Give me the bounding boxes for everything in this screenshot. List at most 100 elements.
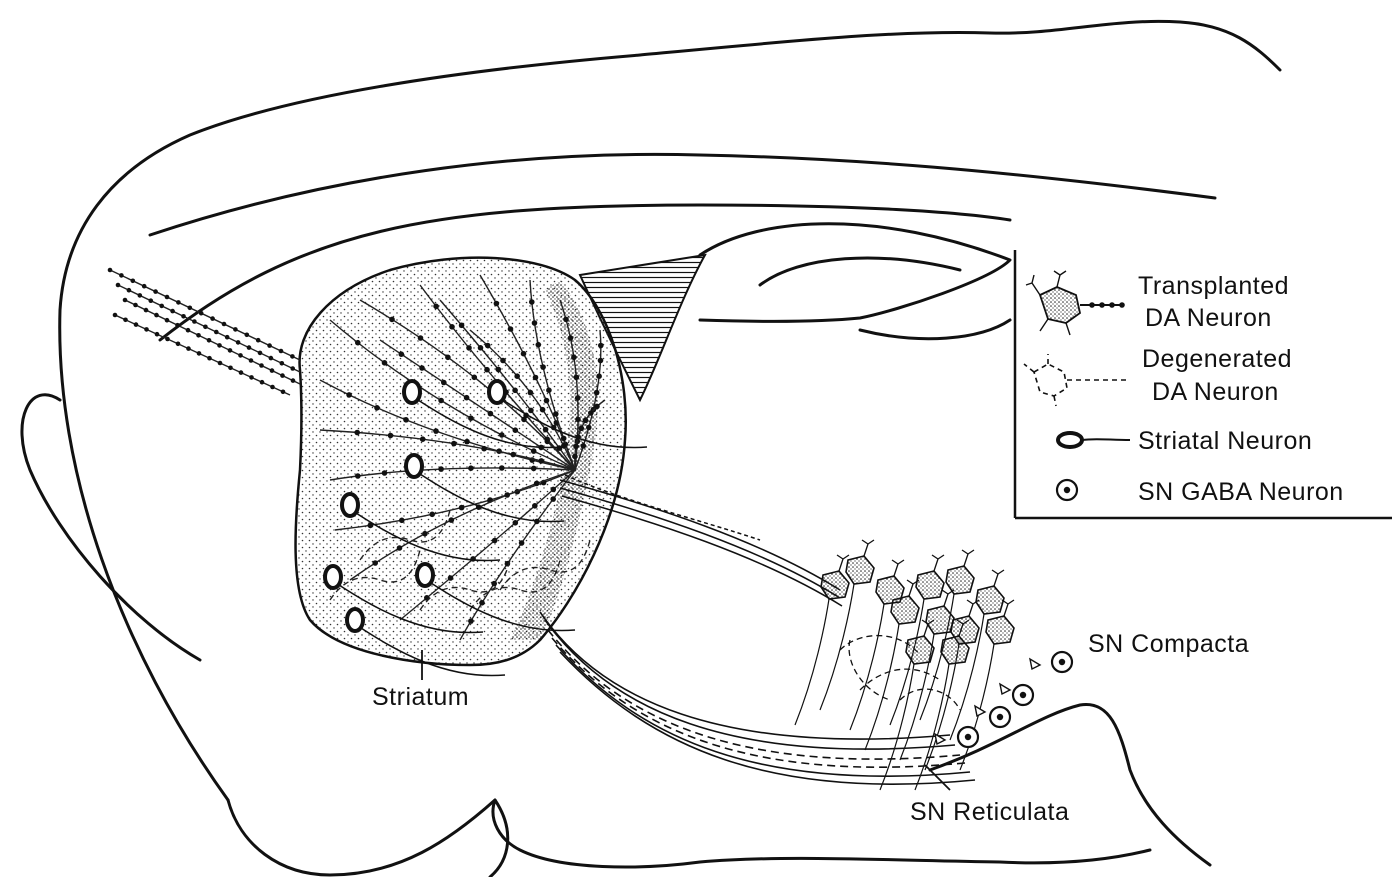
fiber-bead [594,390,600,396]
tract-bead [197,351,202,356]
tract-bead [108,268,113,273]
legend-sn-gaba-neuron: SN GABA Neuron [1138,478,1344,506]
tract-bead [181,314,186,319]
fiber-bead [468,465,474,471]
fiber-bead [468,415,474,421]
fiber-bead [449,324,455,330]
fiber-bead [510,452,516,458]
tract-bead [188,306,193,311]
fiber-bead [488,411,494,417]
tract-bead [290,354,295,359]
tract-bead [165,337,170,342]
tract-bead [192,319,197,324]
tract-bead [281,390,286,395]
tract-bead [207,338,212,343]
cortex-outer-contour [60,21,1280,800]
tract-bead [228,348,233,353]
fiber-bead [534,481,540,487]
fiber-bead [512,388,518,394]
fiber-bead [514,373,520,379]
tract-bead [153,289,158,294]
tract-bead [228,366,233,371]
axon-terminal [1000,684,1010,694]
hippocampus-inner [760,258,960,285]
legend-transplanted-line1: Transplanted [1138,272,1289,300]
fiber-bead [561,436,567,442]
fiber-bead [479,600,485,606]
tract-bead [131,279,136,284]
legend-transplanted-line2: DA Neuron [1145,304,1272,332]
fiber-bead [492,538,498,544]
tract-bead [155,332,160,337]
tract-bead [165,295,170,300]
fiber-bead [586,425,592,431]
tract-bead [270,368,275,373]
tract-bead [236,340,241,345]
tract-bead [233,327,238,332]
fiber-bead [389,317,395,323]
fiber-bead [449,517,455,523]
tract-bead [127,288,132,293]
tract-bead [218,361,223,366]
fiber-bead [420,436,426,442]
fiber-bead [399,351,405,357]
tract-bead [116,283,121,288]
tract-bead [186,346,191,351]
tract-bead [196,333,201,338]
tract-bead [249,358,254,363]
tract-bead [238,353,243,358]
tract-bead [119,273,124,278]
fiber-bead [433,428,439,434]
tract-bead [259,363,264,368]
fiber-bead [355,340,361,346]
tract-bead [199,311,204,316]
fiber-bead [491,581,497,587]
fiber-bead [472,375,478,381]
transplanted-da-neuron [795,555,849,725]
transplanted-da-neuron-icon [1026,271,1125,335]
fiber-bead [481,446,487,452]
tract-bead [123,318,128,323]
fiber-bead [397,545,403,551]
tract-bead [290,366,295,371]
fiber-bead [546,387,552,393]
fiber-bead [433,304,439,310]
fiber-bead [588,410,594,416]
upper-dotted-tract [108,268,300,395]
fiber-bead [485,343,491,349]
fiber-bead [553,411,559,417]
fiber-bead [508,326,514,332]
fiber-bead [594,404,600,410]
fiber-bead [572,454,578,460]
fiber-bead [573,444,579,450]
tract-bead [138,293,143,298]
fiber-bead [422,531,428,537]
sn-gaba-neuron [1013,685,1033,705]
fiber-bead [544,398,550,404]
tract-bead [203,325,208,330]
tract-bead [142,284,147,289]
tract-bead [133,303,138,308]
fiber-bead [598,343,604,349]
fiber-bead [468,618,474,624]
tract-bead [260,380,265,385]
fiber-bead [513,427,519,433]
fiber-bead [519,540,525,546]
tract-bead [207,356,212,361]
fiber-bead [531,448,537,454]
fiber-bead [438,466,444,472]
tract-bead [134,322,139,327]
fiber-bead [459,323,465,329]
tract-bead [149,298,154,303]
tract-bead [144,327,149,332]
fiber-bead [579,426,585,432]
tract-bead [144,308,149,313]
hippocampus-arc [700,224,1010,322]
fiber-bead [540,407,546,413]
legend: Transplanted DA Neuron Degenerated DA Ne… [1015,250,1392,518]
fiber-bead [445,355,451,361]
fiber-bead [575,417,581,423]
fiber-bead [464,395,470,401]
fiber-bead [528,408,534,414]
